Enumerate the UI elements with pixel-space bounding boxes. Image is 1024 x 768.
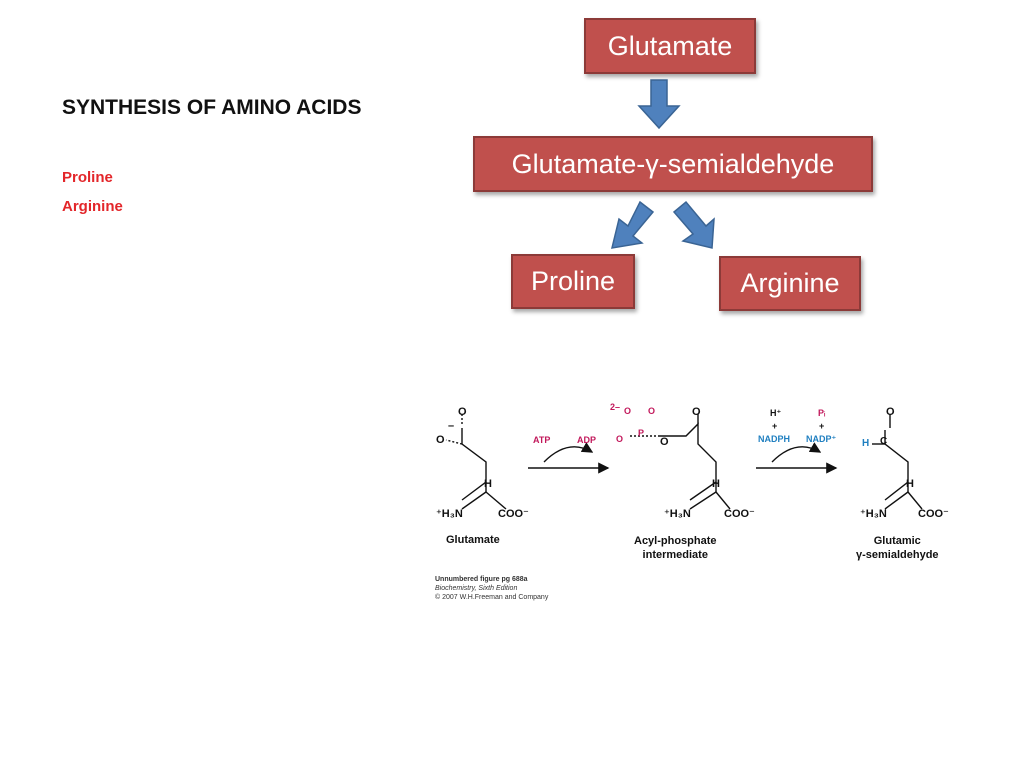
atom-h-2: H [712, 478, 720, 490]
nadp-label: NADP⁺ [806, 434, 837, 444]
nh3-group-3: ⁺H₃N [860, 508, 887, 520]
aldehyde-o: O [886, 406, 895, 418]
coo-group: COO⁻ [498, 508, 529, 520]
atom-h: H [484, 478, 492, 490]
glutamate-box: Glutamate [584, 18, 756, 74]
slide-title: SYNTHESIS OF AMINO ACIDS [62, 96, 362, 119]
h-plus: H⁺ [770, 408, 782, 418]
nh3-group-2: ⁺H₃N [664, 508, 691, 520]
atp-label: ATP [533, 435, 551, 445]
caption-line-2: Biochemistry, Sixth Edition [435, 585, 518, 592]
arginine-box: Arginine [719, 256, 861, 311]
plus-1: + [772, 421, 778, 431]
molecule-glutamate: Glutamate [446, 534, 500, 546]
semialdehyde-skeleton [884, 430, 909, 501]
nh3-group: ⁺H₃N [436, 508, 463, 520]
phosphate-o1: O [624, 406, 632, 416]
aldehyde-c: C [880, 436, 888, 447]
nadph-label: NADPH [758, 434, 791, 444]
phosphate-o3: O [616, 434, 624, 444]
glutamate-skeleton [461, 428, 487, 501]
subitem-proline: Proline [62, 169, 113, 186]
atom-o: O [458, 406, 467, 418]
proline-box: Proline [511, 254, 635, 309]
plus-2: + [819, 421, 825, 431]
adp-label: ADP [577, 435, 597, 445]
carbonyl-o: O [692, 406, 701, 418]
ester-o: O [660, 436, 669, 448]
phosphate-o2: O [648, 406, 656, 416]
subitem-arginine: Arginine [62, 198, 123, 215]
pi-label: Pᵢ [818, 408, 826, 418]
aldehyde-h: H [862, 438, 870, 449]
atom-o-minus: O [436, 434, 445, 446]
phosphate-charge: 2– [610, 402, 621, 412]
down-arrow [637, 79, 681, 130]
atom-h-3: H [906, 478, 914, 490]
phosphate-p: P [638, 428, 645, 438]
caption-line-3: © 2007 W.H.Freeman and Company [435, 594, 549, 601]
molecule-semialdehyde: Glutamic γ-semialdehyde [856, 535, 939, 561]
coo-group-2: COO⁻ [724, 508, 755, 520]
semialdehyde-box: Glutamate-γ-semialdehyde [473, 136, 873, 192]
molecule-acyl-phosphate: Acyl-phosphate intermediate [634, 535, 717, 561]
down-right-arrow [672, 200, 715, 249]
coo-group-3: COO⁻ [918, 508, 949, 520]
down-left-arrow [611, 200, 655, 249]
charge-minus: – [448, 420, 455, 432]
caption-line-1: Unnumbered figure pg 688a [435, 576, 528, 583]
